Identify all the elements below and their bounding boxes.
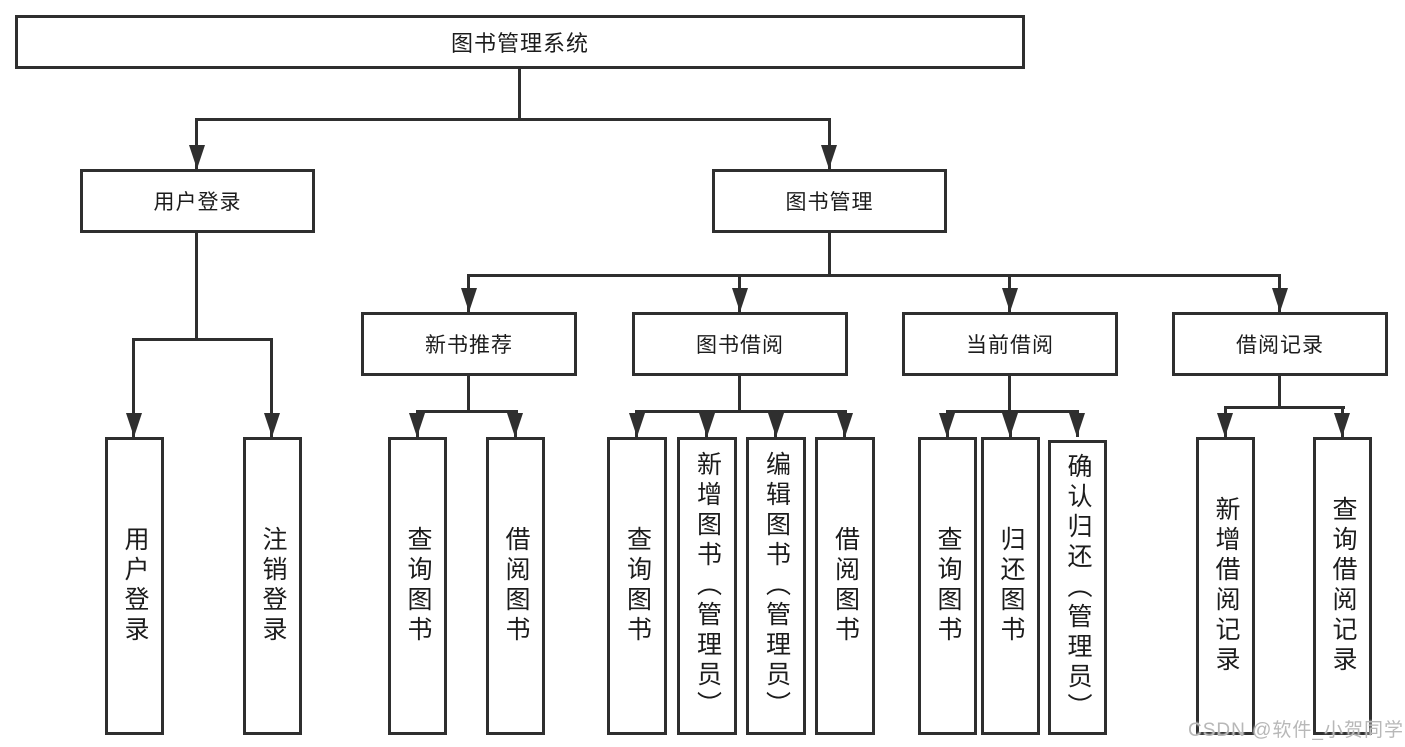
node-current-borrowing: 当前借阅 bbox=[902, 312, 1118, 376]
leaf-edit-books-admin: 编辑图书（管理员） bbox=[746, 437, 806, 735]
leaf-label: 查询图书 bbox=[934, 526, 962, 646]
connector-g3-stem bbox=[738, 376, 741, 410]
arrowhead-down-icon bbox=[732, 288, 748, 312]
leaf-label: 注销登录 bbox=[259, 526, 287, 646]
leaf-label: 用户登录 bbox=[121, 526, 149, 646]
leaf-label: 借阅图书 bbox=[502, 526, 530, 646]
connector-g3-hbar bbox=[635, 410, 847, 413]
leaf-query-books-borrowing: 查询图书 bbox=[607, 437, 667, 735]
node-label: 借阅记录 bbox=[1236, 334, 1324, 357]
arrowhead-down-icon bbox=[821, 145, 837, 169]
leaf-query-books-current: 查询图书 bbox=[918, 437, 977, 735]
leaf-label: 归还图书 bbox=[997, 526, 1025, 646]
connector-g1-c2-stem bbox=[270, 338, 273, 437]
leaf-label: 查询图书 bbox=[623, 526, 652, 646]
leaf-label: 新增图书（管理员） bbox=[693, 451, 722, 721]
node-borrowing-records: 借阅记录 bbox=[1172, 312, 1388, 376]
arrowhead-down-icon bbox=[507, 413, 523, 437]
connector-g2-hbar bbox=[416, 410, 518, 413]
connector-g1-stem bbox=[195, 233, 198, 338]
leaf-label: 查询借阅记录 bbox=[1329, 496, 1357, 676]
node-user-login: 用户登录 bbox=[80, 169, 315, 233]
arrowhead-down-icon bbox=[1069, 413, 1085, 437]
leaf-label: 新增借阅记录 bbox=[1212, 496, 1240, 676]
leaf-query-borrow-record: 查询借阅记录 bbox=[1313, 437, 1372, 735]
arrowhead-down-icon bbox=[1334, 413, 1350, 437]
arrowhead-down-icon bbox=[1002, 413, 1018, 437]
connector-g1-hbar bbox=[132, 338, 273, 341]
node-book-borrowing: 图书借阅 bbox=[632, 312, 848, 376]
connector-root-stem bbox=[518, 69, 521, 118]
node-root: 图书管理系统 bbox=[15, 15, 1025, 69]
leaf-user-login: 用户登录 bbox=[105, 437, 164, 735]
connector-g2root-stem bbox=[828, 233, 831, 274]
node-label: 当前借阅 bbox=[966, 334, 1054, 357]
arrowhead-down-icon bbox=[189, 145, 205, 169]
connector-book-mgmt-stem bbox=[828, 118, 831, 169]
connector-level3-hbar bbox=[467, 274, 1281, 277]
leaf-logout: 注销登录 bbox=[243, 437, 302, 735]
leaf-label: 确认归还（管理员） bbox=[1064, 452, 1092, 723]
leaf-add-borrow-record: 新增借阅记录 bbox=[1196, 437, 1255, 735]
leaf-borrow-books-recommend: 借阅图书 bbox=[486, 437, 545, 735]
csdn-watermark: CSDN @软件_小贺同学 bbox=[1188, 720, 1404, 741]
connector-user-login-stem bbox=[195, 118, 198, 169]
arrowhead-down-icon bbox=[126, 413, 142, 437]
node-new-book-recommend: 新书推荐 bbox=[361, 312, 577, 376]
leaf-label: 借阅图书 bbox=[831, 526, 860, 646]
node-label: 图书管理 bbox=[785, 191, 874, 214]
leaf-return-books: 归还图书 bbox=[981, 437, 1040, 735]
arrowhead-down-icon bbox=[1002, 288, 1018, 312]
connector-root-hbar bbox=[195, 118, 831, 121]
arrowhead-down-icon bbox=[409, 413, 425, 437]
arrowhead-down-icon bbox=[699, 413, 715, 437]
node-label: 用户登录 bbox=[153, 191, 242, 214]
node-label: 新书推荐 bbox=[425, 334, 513, 357]
arrowhead-down-icon bbox=[461, 288, 477, 312]
node-book-management: 图书管理 bbox=[712, 169, 947, 233]
connector-g2-stem bbox=[467, 376, 470, 410]
arrowhead-down-icon bbox=[939, 413, 955, 437]
connector-g4-hbar bbox=[946, 410, 1079, 413]
arrowhead-down-icon bbox=[629, 413, 645, 437]
leaf-confirm-return-admin: 确认归还（管理员） bbox=[1048, 440, 1107, 735]
leaf-label: 查询图书 bbox=[404, 526, 432, 646]
leaf-query-books-recommend: 查询图书 bbox=[388, 437, 447, 735]
arrowhead-down-icon bbox=[837, 413, 853, 437]
node-label: 图书管理系统 bbox=[450, 31, 589, 56]
arrowhead-down-icon bbox=[1272, 288, 1288, 312]
connector-g5-hbar bbox=[1224, 406, 1345, 409]
leaf-borrow-books-borrowing: 借阅图书 bbox=[815, 437, 875, 735]
arrowhead-down-icon bbox=[264, 413, 280, 437]
arrowhead-down-icon bbox=[1217, 413, 1233, 437]
leaf-label: 编辑图书（管理员） bbox=[762, 451, 791, 721]
connector-g5-stem bbox=[1278, 376, 1281, 406]
connector-g4-stem bbox=[1008, 376, 1011, 410]
leaf-add-books-admin: 新增图书（管理员） bbox=[677, 437, 737, 735]
arrowhead-down-icon bbox=[768, 413, 784, 437]
node-label: 图书借阅 bbox=[696, 334, 784, 357]
connector-g1-c1-stem bbox=[132, 338, 135, 437]
